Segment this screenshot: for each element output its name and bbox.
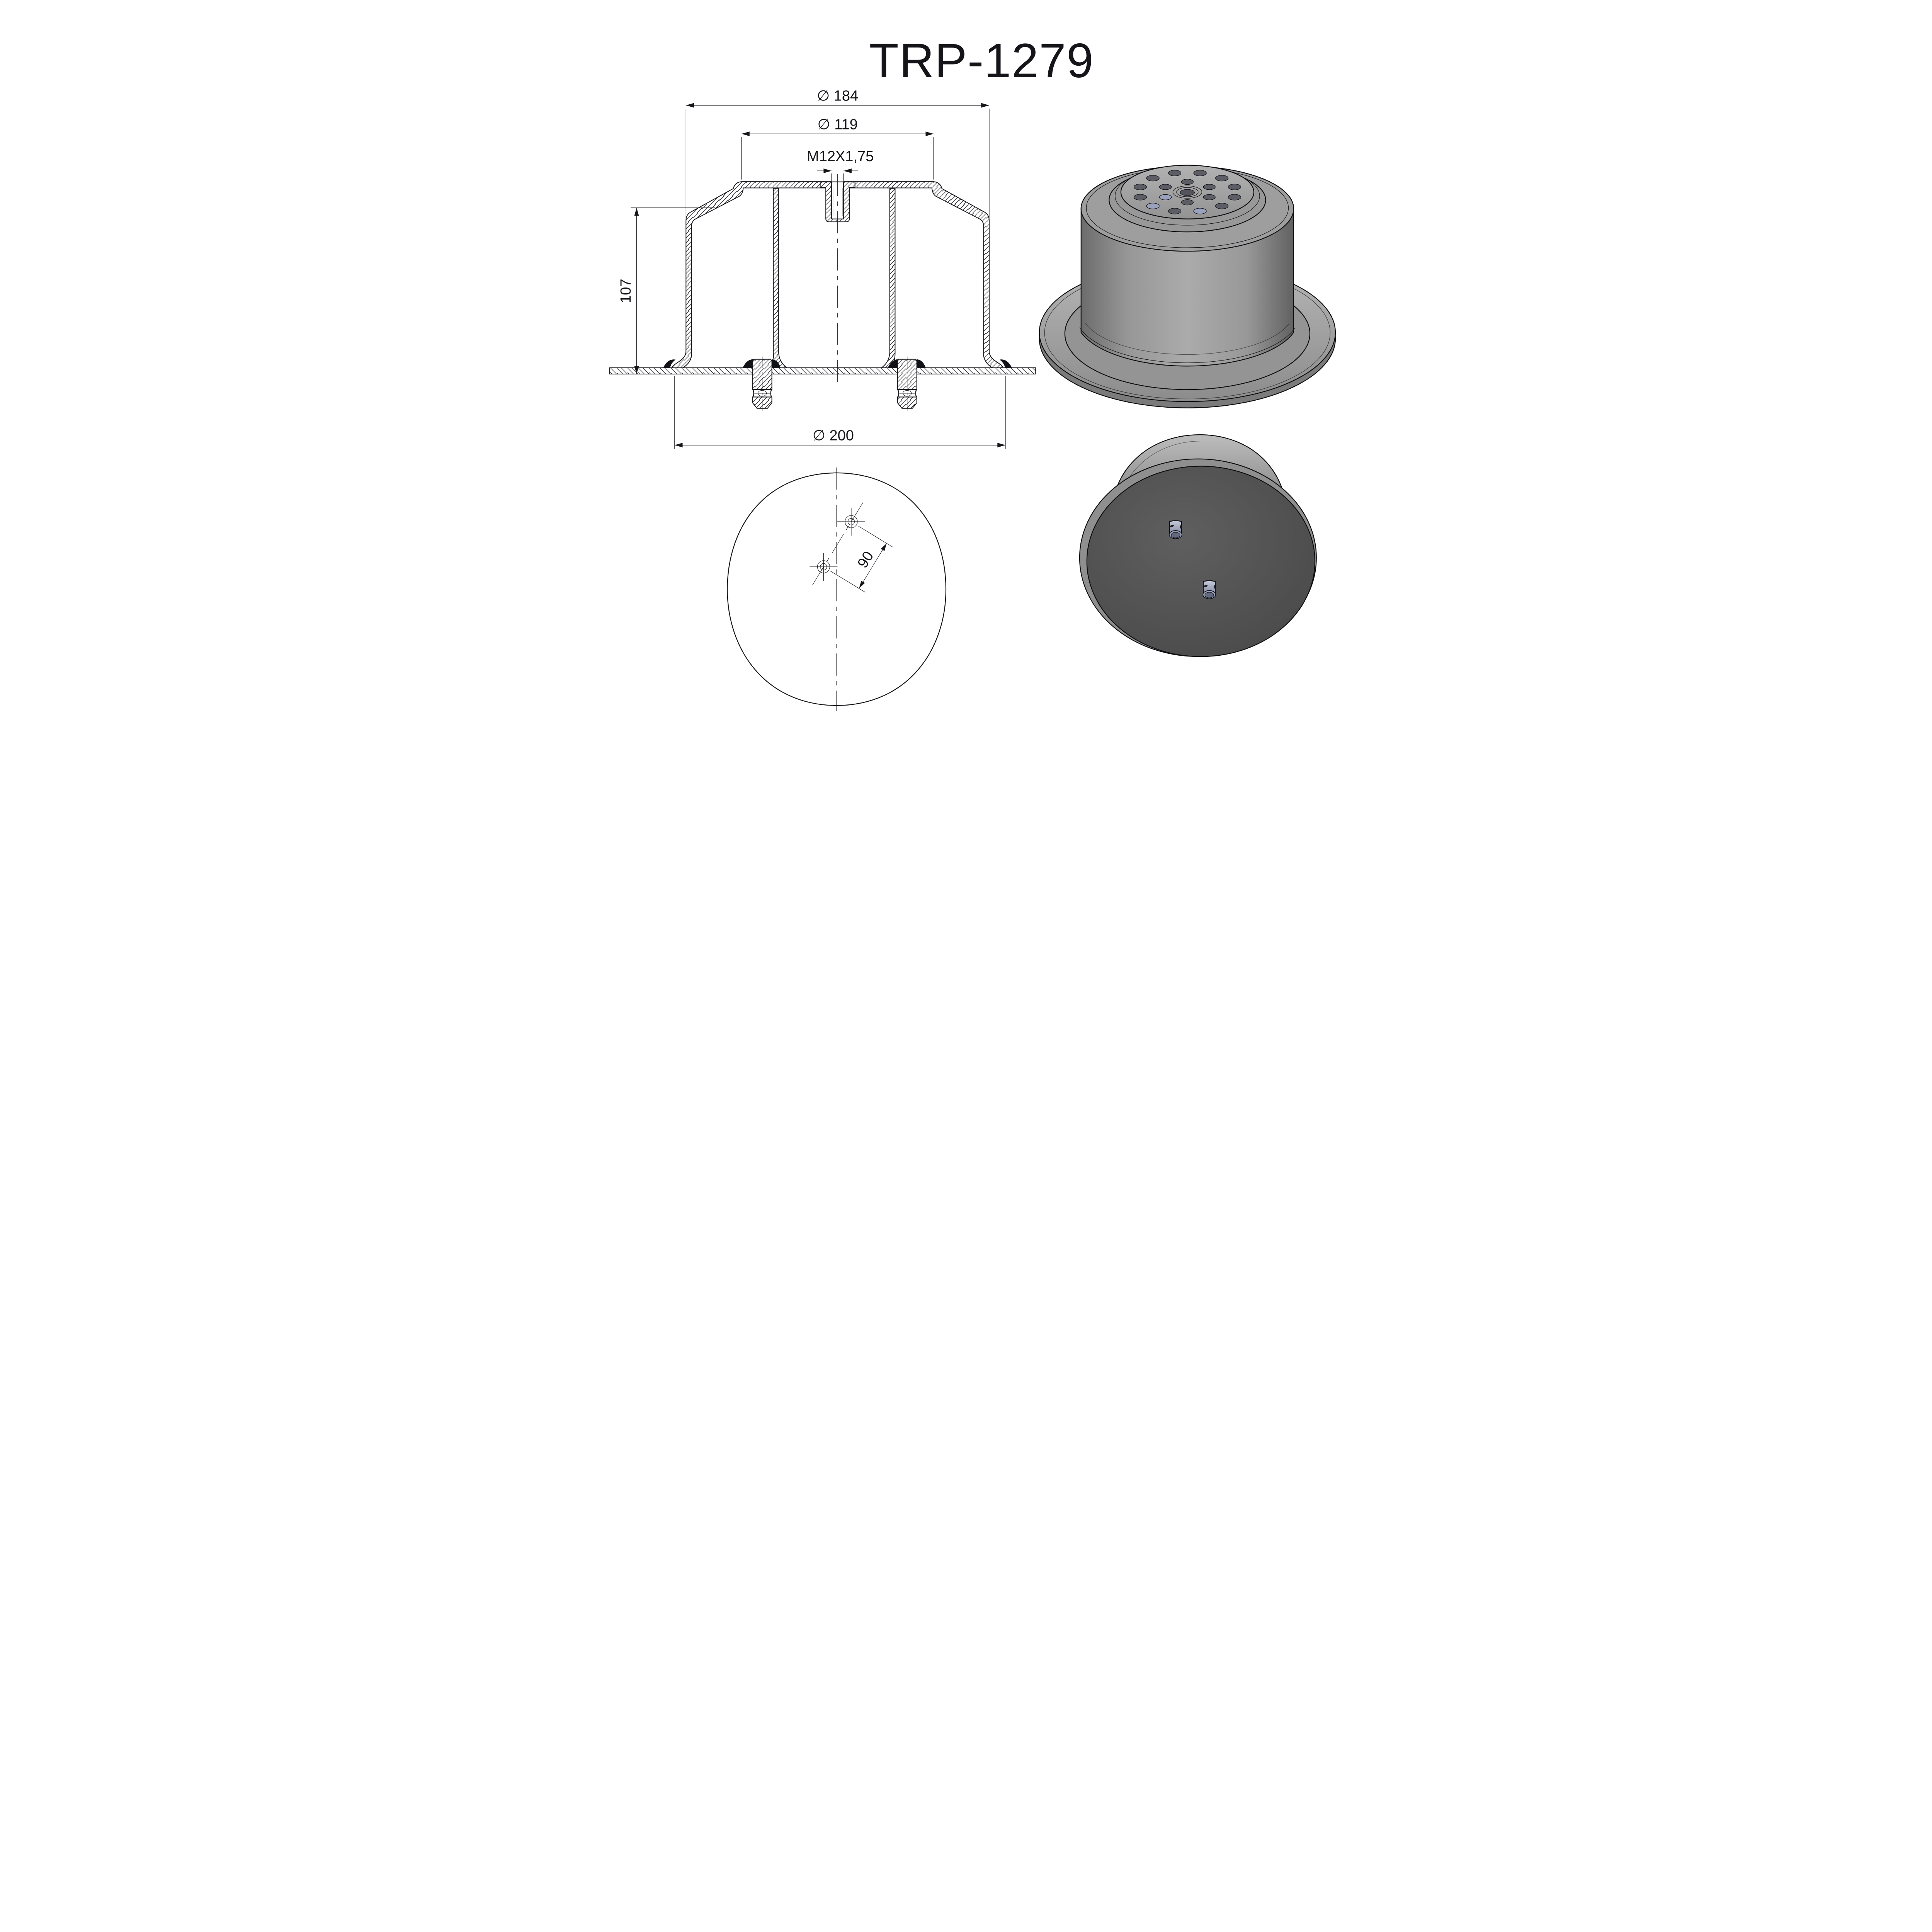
rubber-wedge-stud-left-a: [743, 359, 753, 368]
dimension-stud-spacing: 90: [830, 526, 893, 593]
center-bore: [1172, 185, 1202, 199]
stud-mark: [1203, 585, 1208, 587]
hole-through-blue: [1193, 208, 1207, 214]
rubber-wedge-outer-left: [663, 359, 676, 368]
dimension-base-diameter: ∅ 200: [674, 376, 1006, 449]
boss-holes-inner-ring: [1159, 179, 1216, 206]
shell-wall-right: [843, 181, 1004, 368]
part-number-title: TRP-1279: [869, 34, 1094, 88]
base-plate-section: [609, 367, 1036, 374]
iso-top-render: [1039, 165, 1336, 408]
thread-lines: [833, 188, 843, 216]
iso-bottom-render: [1079, 434, 1317, 657]
dimension-top-diameter: ∅ 119: [741, 116, 934, 180]
dim-label-184: ∅ 184: [817, 88, 858, 104]
hole-through-blue: [1159, 194, 1172, 201]
plate-outline: [727, 472, 947, 706]
drum-bead-line-2: [1085, 323, 1290, 355]
stud-hole-lower: [810, 553, 838, 581]
threaded-insert-section: [820, 181, 855, 223]
technical-drawing-canvas: TRP-1279: [595, 0, 1337, 713]
stud-3d-lower: [1202, 580, 1216, 599]
dim-label-thread: M12X1,75: [807, 148, 874, 165]
stud-mark: [1180, 525, 1182, 529]
mounting-stud-right-section: [897, 356, 917, 412]
dim-label-107: 107: [618, 279, 634, 303]
hole-through-blue: [1146, 203, 1160, 209]
inner-wall-left: [773, 188, 787, 368]
cross-section-view: ∅ 184 ∅ 119 M12X1,75 107 ∅ 200: [609, 88, 1036, 449]
rubber-wedge-outer-right: [1000, 359, 1012, 368]
rubber-wedge-stud-right-a: [888, 359, 898, 368]
dim-label-90: 90: [854, 548, 877, 571]
rubber-wedge-stud-right-b: [917, 359, 926, 368]
boss-holes-outer-ring: [1133, 170, 1242, 214]
bottom-disc-face: [1086, 466, 1316, 657]
dim-label-119: ∅ 119: [818, 116, 858, 133]
mounting-stud-left-section: [752, 356, 772, 412]
inner-wall-right: [881, 188, 896, 368]
rubber-wedge-stud-left-b: [772, 359, 781, 368]
dim-label-200: ∅ 200: [813, 428, 854, 444]
drum-bead-line: [1079, 327, 1296, 363]
stud-mark: [1170, 525, 1174, 527]
dimension-thread: M12X1,75: [807, 148, 874, 182]
stud-mark: [1213, 585, 1216, 589]
dimension-height: 107: [618, 207, 716, 374]
drawing-sheet: TRP-1279: [595, 0, 1337, 713]
stud-face: [1171, 532, 1180, 538]
stud-3d-upper: [1169, 520, 1182, 539]
stud-axis-line: [811, 502, 863, 587]
bottom-plan-view: 90: [727, 467, 947, 711]
shell-wall-left: [672, 181, 832, 368]
stud-face: [1204, 592, 1214, 599]
stud-hole-upper: [837, 508, 865, 536]
dimension-outer-diameter: ∅ 184: [685, 88, 990, 218]
